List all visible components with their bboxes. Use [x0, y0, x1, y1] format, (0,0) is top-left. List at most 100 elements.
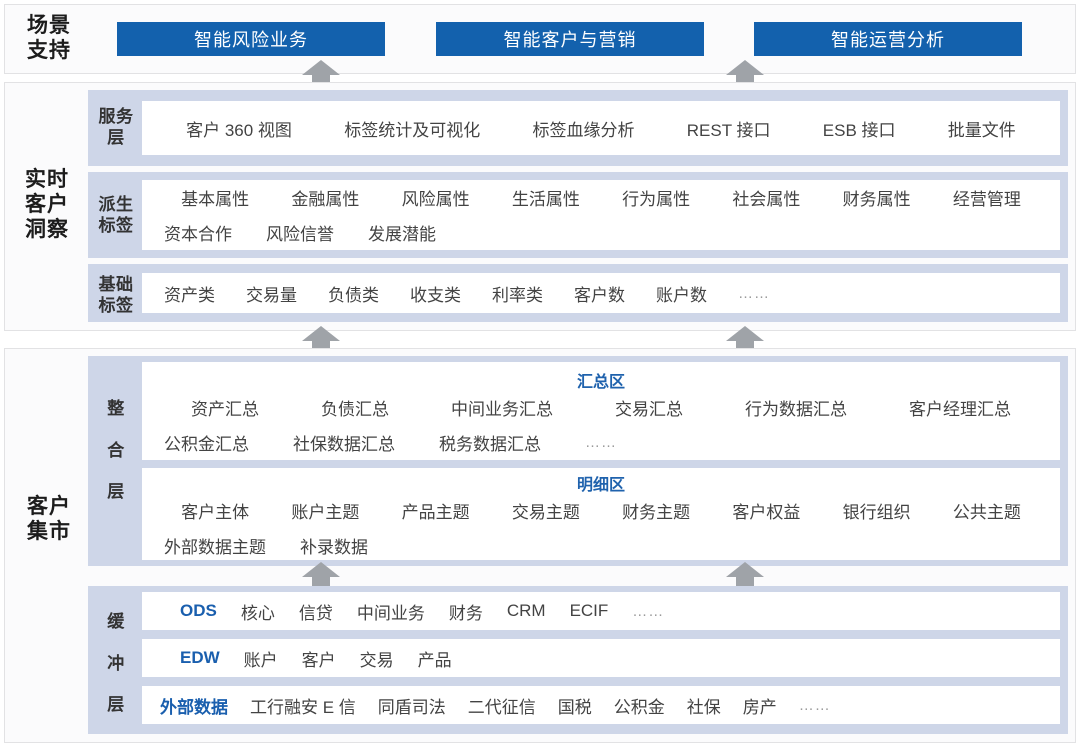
token-row: 基本属性 金融属性 风险属性 生活属性 行为属性 社会属性 财务属性 经营管理 [142, 185, 1060, 210]
strip-detail-zone: 明细区 客户主体 账户主题 产品主题 交易主题 财务主题 客户权益 银行组织 公… [142, 468, 1060, 560]
token: 财务主题 [622, 502, 691, 522]
layer-caption-buffer: 缓 冲 层 [107, 612, 125, 715]
scene-button-operation-analysis[interactable]: 智能运营分析 [754, 22, 1022, 56]
token-row: 资产汇总 负债汇总 中间业务汇总 交易汇总 行为数据汇总 客户经理汇总 [142, 395, 1060, 420]
token: REST 接口 [686, 120, 771, 140]
token: ECIF [569, 601, 609, 620]
token: 中间业务 [356, 603, 425, 623]
token: CRM [506, 601, 546, 620]
token-lead-edw: EDW [180, 648, 220, 667]
layer-caption-derived-tag: 派生 标签 [98, 195, 134, 235]
arrow-up-buffer-to-integration-right [726, 562, 764, 592]
token: 资产类 [164, 285, 215, 305]
token: 核心 [240, 603, 275, 623]
token-row: 公积金汇总 社保数据汇总 税务数据汇总 …… [142, 430, 1060, 455]
token: 社会属性 [732, 190, 801, 209]
strip-summary-zone: 汇总区 资产汇总 负债汇总 中间业务汇总 交易汇总 行为数据汇总 客户经理汇总 … [142, 362, 1060, 460]
scene-button-risk[interactable]: 智能风险业务 [117, 22, 385, 56]
token: 资本合作 [164, 225, 232, 244]
token: 财务 [448, 603, 483, 623]
token: 客户 360 视图 [186, 120, 292, 140]
token-ellipsis: …… [798, 696, 831, 714]
strip-buffer-edw: EDW 账户 客户 交易 产品 [142, 639, 1060, 677]
layer-caption-service: 服务 层 [98, 107, 134, 147]
token: 客户 [301, 650, 336, 670]
token-row: 外部数据主题 补录数据 [142, 533, 1060, 558]
zone-title-detail: 明细区 [576, 476, 625, 494]
group-label-mart: 客户 集市 [27, 495, 71, 543]
token-ellipsis: …… [585, 433, 617, 451]
token-row: 客户主体 账户主题 产品主题 交易主题 财务主题 客户权益 银行组织 公共主题 [142, 498, 1060, 523]
token: 客户权益 [732, 502, 801, 522]
token: ESB 接口 [822, 120, 896, 140]
token: 房产 [742, 697, 777, 717]
token: 交易汇总 [615, 399, 683, 419]
strip-base-tag: 资产类 交易量 负债类 收支类 利率类 客户数 账户数 …… [142, 273, 1060, 313]
layer-caption-base-tag: 基础 标签 [98, 275, 134, 315]
token: 标签血缘分析 [532, 120, 635, 140]
token: 负债汇总 [321, 399, 389, 419]
zone-title-summary: 汇总区 [576, 373, 625, 391]
strip-buffer-ods: ODS 核心 信贷 中间业务 财务 CRM ECIF …… [142, 592, 1060, 630]
token: 基本属性 [181, 190, 250, 209]
arrow-up-mart-to-insight-right [726, 326, 764, 356]
token: 财务属性 [842, 190, 911, 209]
arrow-up-mart-to-insight-left [302, 326, 340, 356]
token: 资产汇总 [191, 399, 259, 419]
token: 工行融安 E 信 [250, 697, 356, 717]
token: 社保 [686, 697, 721, 717]
token: 税务数据汇总 [439, 434, 541, 454]
token: 外部数据主题 [164, 537, 266, 557]
strip-derived-tag: 基本属性 金融属性 风险属性 生活属性 行为属性 社会属性 财务属性 经营管理 … [142, 180, 1060, 250]
token: 中间业务汇总 [451, 399, 553, 419]
token: 国税 [557, 697, 592, 717]
token-row: ODS 核心 信贷 中间业务 财务 CRM ECIF …… [142, 599, 1060, 624]
token: 账户 [243, 650, 278, 670]
token: 风险信誉 [266, 225, 334, 244]
token: 利率类 [492, 285, 543, 305]
token-row: 资产类 交易量 负债类 收支类 利率类 客户数 账户数 …… [142, 281, 1060, 306]
token: 金融属性 [291, 190, 360, 209]
token: 负债类 [328, 285, 379, 305]
token: 公积金 [613, 697, 665, 717]
token: 收支类 [410, 285, 461, 305]
token: 银行组织 [842, 502, 911, 522]
group-label-insight: 实时 客户 洞察 [25, 168, 69, 241]
token: 信贷 [298, 603, 333, 623]
token: 产品主题 [401, 502, 470, 522]
token: 补录数据 [300, 537, 368, 557]
token: 交易量 [246, 285, 297, 305]
token: 账户数 [656, 285, 707, 305]
token: 同盾司法 [377, 697, 446, 717]
token: 客户数 [574, 285, 625, 305]
strip-service-layer: 客户 360 视图 标签统计及可视化 标签血缘分析 REST 接口 ESB 接口… [142, 101, 1060, 155]
token-lead-ods: ODS [180, 601, 217, 620]
token: 生活属性 [511, 190, 580, 209]
token: 账户主题 [291, 502, 360, 522]
token: 经营管理 [952, 190, 1021, 209]
token: 批量文件 [947, 120, 1016, 140]
strip-buffer-external: 外部数据 工行融安 E 信 同盾司法 二代征信 国税 公积金 社保 房产 …… [142, 686, 1060, 724]
token: 行为数据汇总 [745, 399, 847, 419]
token: 风险属性 [401, 190, 470, 209]
arrow-up-insight-to-scene-left [302, 60, 340, 90]
arrow-up-buffer-to-integration-left [302, 562, 340, 592]
token-ellipsis: …… [632, 602, 665, 620]
token: 公共主题 [952, 502, 1021, 522]
token: 客户主体 [181, 502, 250, 522]
token-row: EDW 账户 客户 交易 产品 [142, 646, 1060, 671]
token: 产品 [417, 650, 452, 670]
token-row: 客户 360 视图 标签统计及可视化 标签血缘分析 REST 接口 ESB 接口… [142, 116, 1060, 141]
token: 客户经理汇总 [909, 399, 1011, 419]
token-row: 外部数据 工行融安 E 信 同盾司法 二代征信 国税 公积金 社保 房产 …… [142, 693, 1060, 718]
token: 标签统计及可视化 [344, 120, 481, 140]
token-lead-external-data: 外部数据 [160, 697, 228, 717]
scene-button-customer-marketing[interactable]: 智能客户与营销 [436, 22, 704, 56]
layer-caption-integration: 整 合 层 [107, 399, 125, 502]
token: 社保数据汇总 [293, 434, 395, 454]
token: 公积金汇总 [164, 434, 249, 454]
group-label-scene: 场景 支持 [27, 14, 71, 62]
token: 交易 [359, 650, 394, 670]
token: 发展潜能 [368, 225, 436, 244]
